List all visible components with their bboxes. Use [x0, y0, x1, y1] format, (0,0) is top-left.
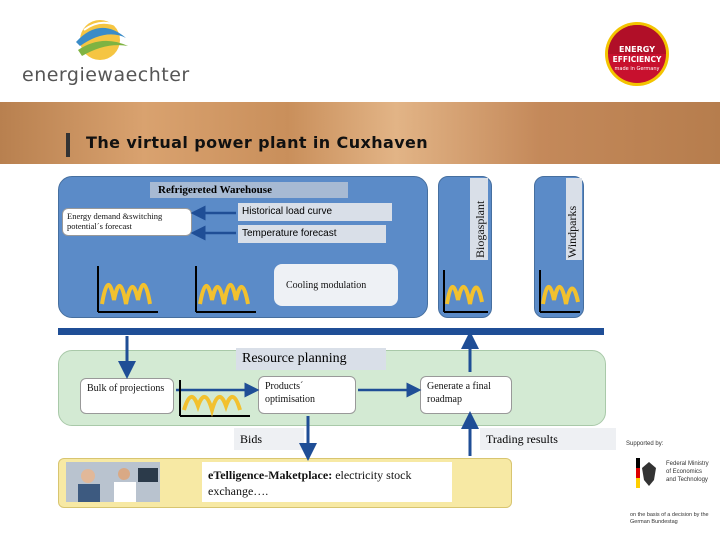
traders-photo-icon [66, 462, 160, 502]
products-optimisation-box: Products´ optimisation [258, 376, 356, 414]
energy-efficiency-badge-icon: ENERGY EFFICIENCY made in Germany [605, 22, 669, 86]
bundestag-note: on the basis of a decision by the German… [630, 512, 709, 525]
final-roadmap-box: Generate a final roadmap [420, 376, 512, 414]
biogas-output-chart [443, 270, 488, 313]
biogas-label-box [470, 178, 488, 260]
ministry-name: Federal Ministry of Economics and Techno… [666, 461, 709, 483]
planning-chart [179, 380, 250, 418]
temperature-forecast-label: Temperature forecast [238, 225, 386, 243]
badge-line-2: EFFICIENCY [613, 55, 662, 64]
federal-eagle-icon [636, 458, 656, 488]
title-accent-bar [66, 133, 70, 157]
badge-line-1: ENERGY [619, 45, 655, 54]
marketplace-textbox [202, 462, 452, 502]
historical-load-label: Historical load curve [238, 203, 392, 221]
energiewaechter-logo-icon [76, 20, 128, 60]
badge-line-3: made in Germany [615, 66, 660, 72]
bids-label: Bids [234, 428, 304, 450]
title-banner [0, 102, 720, 164]
warehouse-load-chart-2 [195, 266, 256, 313]
energy-demand-box: Energy demand &switching potential´s for… [62, 208, 192, 236]
connection-bus [58, 328, 604, 335]
cooling-modulation-box [274, 264, 398, 306]
windpark-label-box [566, 178, 582, 260]
biogas-label: Biogasplant [473, 200, 487, 258]
windpark-output-chart [539, 270, 580, 313]
supported-by-text: Supported by: [626, 441, 664, 447]
bulk-projections-box: Bulk of projections [80, 378, 174, 414]
page-title: The virtual power plant in Cuxhaven [86, 133, 429, 152]
biogas-label-svg: Biogasplant [473, 200, 487, 258]
resource-planning-title: Resource planning [236, 348, 386, 370]
marketplace-text: eTelligence-Maketplace: electricity stoc… [208, 467, 452, 499]
marketplace-name: eTelligence-Maketplace: [208, 468, 333, 482]
warehouse-load-chart-1 [97, 266, 158, 313]
trading-results-label: Trading results [480, 428, 616, 450]
windpark-label-svg: Windparks [565, 205, 579, 258]
logo-text: energiewaechter [22, 64, 190, 86]
warehouse-title: Refrigereted Warehouse [150, 182, 348, 198]
windpark-label: Windparks [565, 205, 579, 258]
marketplace-description: electricity stock exchange…. [208, 468, 412, 498]
cooling-modulation-label: Cooling modulation [286, 280, 367, 291]
